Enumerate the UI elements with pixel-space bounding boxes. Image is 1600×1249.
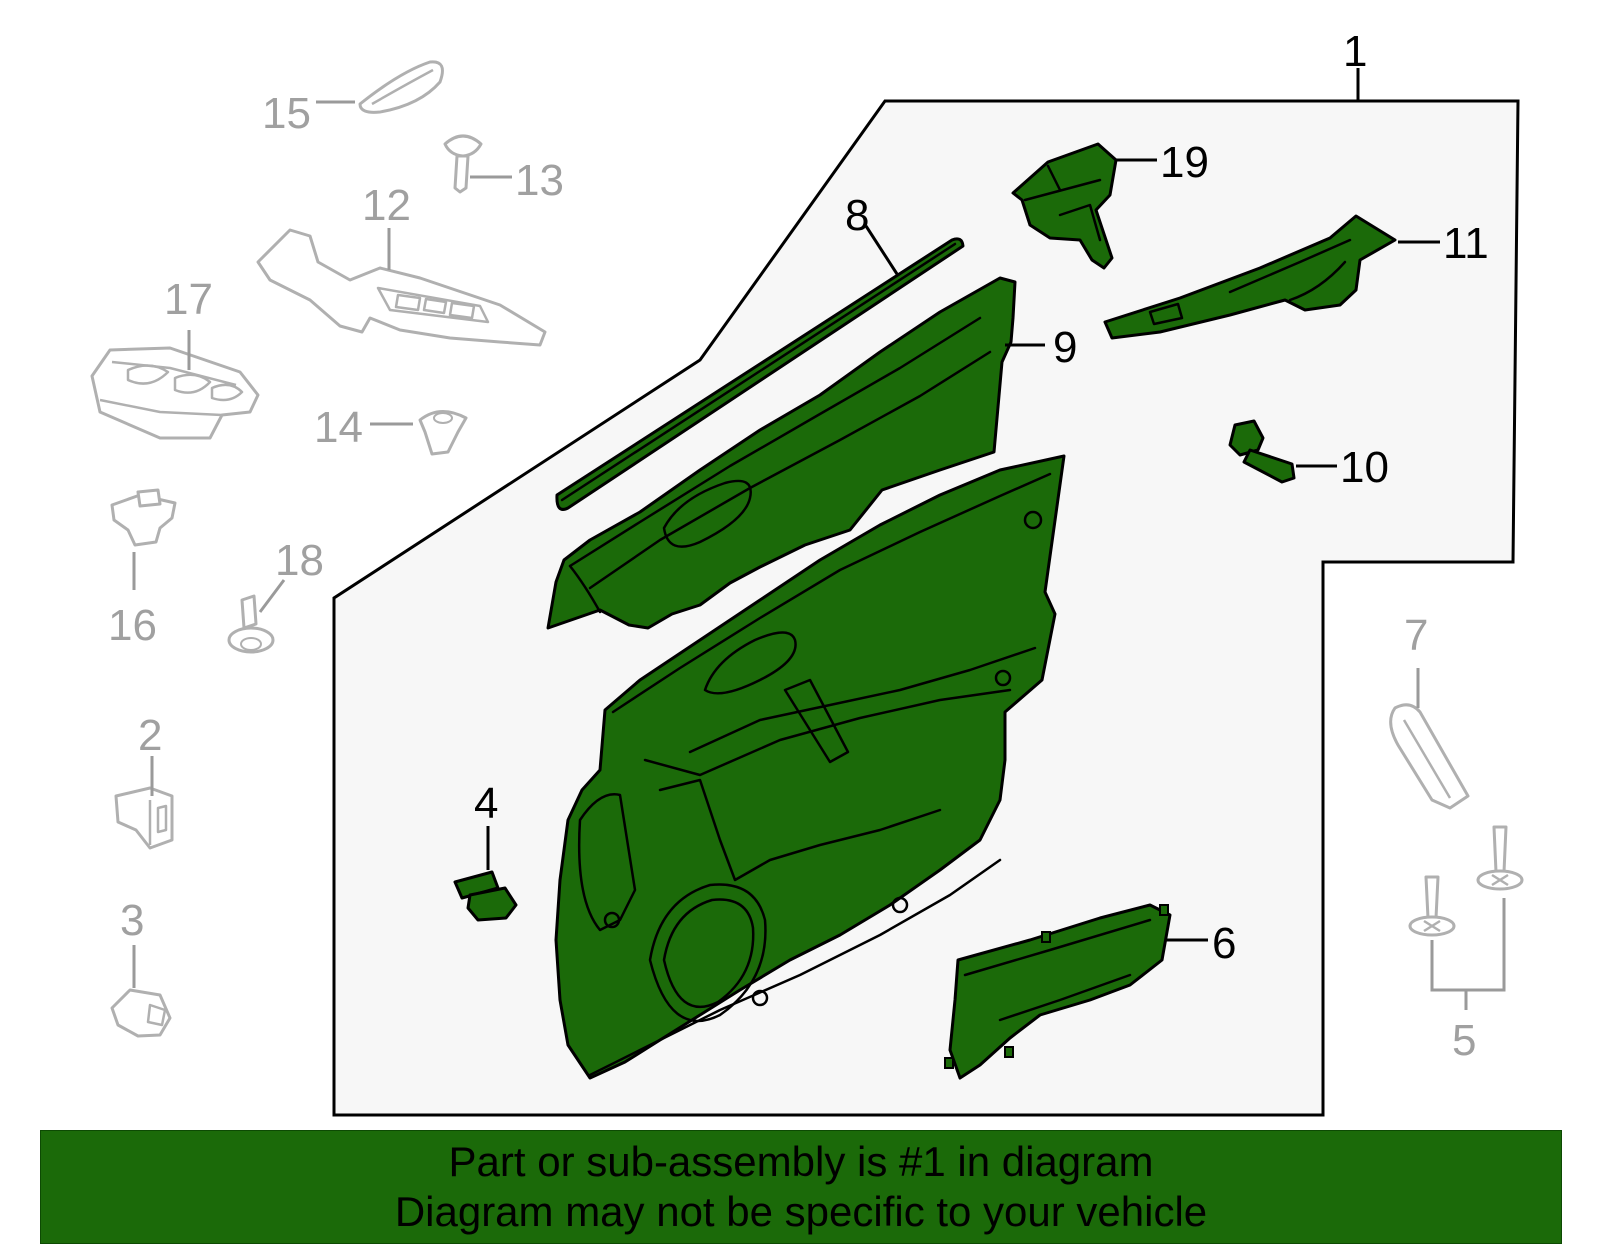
callout-15[interactable]: 15 xyxy=(262,89,311,138)
part-14-clip[interactable] xyxy=(418,410,468,456)
part-10-screw[interactable] xyxy=(1228,419,1296,484)
part-7-cover[interactable] xyxy=(1389,703,1470,810)
part-3-grommet[interactable] xyxy=(110,988,172,1038)
leader-18 xyxy=(258,579,286,613)
callout-6[interactable]: 6 xyxy=(1212,919,1236,968)
part-12-switch-bezel[interactable] xyxy=(256,228,547,347)
callout-13[interactable]: 13 xyxy=(515,156,564,205)
part-2-clip[interactable] xyxy=(114,786,174,850)
part-5-screws[interactable] xyxy=(1408,825,1524,937)
info-banner: Part or sub-assembly is #1 in diagram Di… xyxy=(40,1130,1562,1244)
part-17-window-switch[interactable] xyxy=(90,346,260,440)
callout-4[interactable]: 4 xyxy=(474,779,498,828)
door-trim-panel[interactable] xyxy=(554,454,1066,1080)
part-6-pocket[interactable] xyxy=(944,903,1172,1080)
callout-3[interactable]: 3 xyxy=(120,896,144,945)
callout-11[interactable]: 11 xyxy=(1443,219,1489,268)
part-4-clip[interactable] xyxy=(453,870,518,922)
part-18-clip[interactable] xyxy=(227,594,275,654)
callout-10[interactable]: 10 xyxy=(1340,443,1389,492)
part-9-upper-trim[interactable] xyxy=(546,276,1017,630)
part-15[interactable] xyxy=(358,60,444,114)
callout-12[interactable]: 12 xyxy=(362,181,411,230)
callout-7[interactable]: 7 xyxy=(1404,611,1428,660)
callout-2[interactable]: 2 xyxy=(138,711,162,760)
banner-line-2: Diagram may not be specific to your vehi… xyxy=(394,1188,1208,1235)
part-16-clip[interactable] xyxy=(110,488,177,547)
callout-14[interactable]: 14 xyxy=(314,403,363,452)
callout-19[interactable]: 19 xyxy=(1160,138,1209,187)
callout-5[interactable]: 5 xyxy=(1452,1016,1476,1065)
callout-1[interactable]: 1 xyxy=(1343,27,1367,76)
part-8-belt-molding[interactable] xyxy=(555,237,965,511)
callout-8[interactable]: 8 xyxy=(845,191,869,240)
callout-9[interactable]: 9 xyxy=(1053,323,1077,372)
callout-18[interactable]: 18 xyxy=(275,536,324,585)
callout-17[interactable]: 17 xyxy=(164,275,213,324)
leader-8 xyxy=(864,225,899,275)
callout-16[interactable]: 16 xyxy=(108,601,157,650)
leader-5 xyxy=(1430,898,1506,992)
banner-line-1: Part or sub-assembly is #1 in diagram xyxy=(448,1138,1154,1185)
part-11-pull-handle[interactable] xyxy=(1103,214,1397,340)
part-13[interactable] xyxy=(443,134,483,194)
part-19-inner-handle[interactable] xyxy=(1011,142,1118,270)
